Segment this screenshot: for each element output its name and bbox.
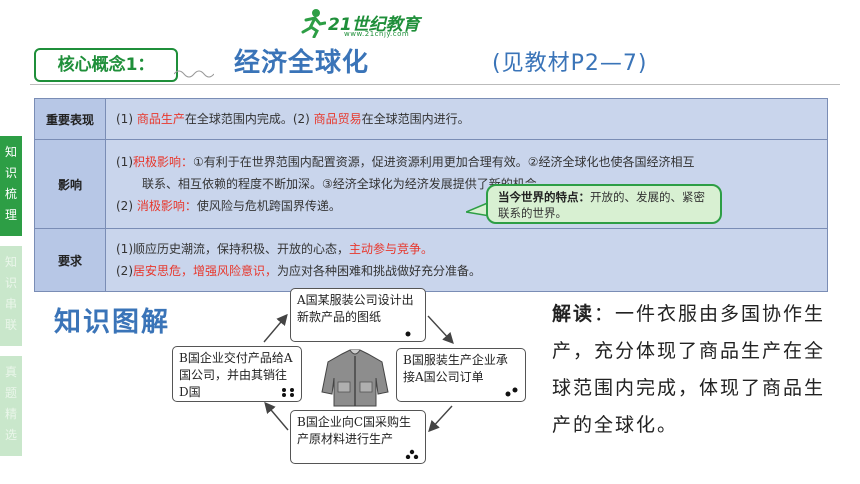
text-segment: (2) bbox=[116, 264, 133, 278]
table-line: 联系、相互依赖的程度不断加深。③经济全球化为经济发展提供了新的机会。 bbox=[116, 173, 817, 195]
table-line: (1)顺应历史潮流，保持积极、开放的心态，主动参与竞争。 bbox=[116, 238, 817, 260]
textbook-reference: (见教材P2—7) bbox=[492, 51, 648, 76]
diagram-node-design: A国某服装公司设计出新款产品的图纸 bbox=[290, 288, 426, 342]
table-row: 要求 (1)顺应历史潮流，保持积极、开放的心态，主动参与竞争。(2)居安思危，增… bbox=[34, 228, 828, 292]
side-tab-1[interactable]: 知识串联 bbox=[0, 246, 22, 346]
concept-badge: 核心概念1： bbox=[34, 48, 178, 82]
text-segment: 在全球范围内进行。 bbox=[361, 112, 470, 126]
row-content: (1)顺应历史潮流，保持积极、开放的心态，主动参与竞争。(2)居安思危，增强风险… bbox=[105, 228, 828, 292]
reading-body: ：一件衣服由多国协作生产，充分体现了商品生产在全球范围内完成，体现了商品生产的全… bbox=[552, 303, 826, 436]
site-logo: 21世纪教育 www.21cnjy.com bbox=[300, 8, 540, 42]
row-content: (1) 商品生产在全球范围内完成。(2) 商品贸易在全球范围内进行。 bbox=[105, 98, 828, 140]
text-segment: ①有利于在世界范围内配置资源，促进资源利用更加合理有效。②经济全球化也使各国经济… bbox=[193, 155, 695, 169]
runner-icon bbox=[301, 9, 326, 38]
header-divider bbox=[30, 84, 840, 85]
cycle-arrows bbox=[263, 313, 454, 433]
row-label: 影响 bbox=[34, 139, 106, 229]
callout-text: 开放的、发展的、紧密联系的世界。 bbox=[498, 190, 705, 220]
highlight-text: 消极影响： bbox=[136, 199, 197, 213]
dice-icon bbox=[405, 331, 411, 337]
table-line: (1) 商品生产在全球范围内完成。(2) 商品贸易在全球范围内进行。 bbox=[116, 108, 817, 130]
table-line: (2)居安思危，增强风险意识，为应对各种困难和挑战做好充分准备。 bbox=[116, 260, 817, 282]
dice-icon bbox=[282, 388, 294, 397]
logo-url: www.21cnjy.com bbox=[344, 30, 410, 38]
wave-decoration bbox=[174, 70, 214, 78]
diagram-node-order: B国服装生产企业承接A国公司订单 bbox=[396, 348, 526, 402]
row-label: 重要表现 bbox=[34, 98, 106, 140]
text-segment: 使风险与危机跨国界传递。 bbox=[196, 199, 341, 213]
highlight-text: 主动参与竞争。 bbox=[349, 242, 434, 256]
table-line: (2) 消极影响：使风险与危机跨国界传递。 bbox=[116, 195, 817, 217]
highlight-text: 商品贸易 bbox=[313, 112, 362, 126]
table-row: 重要表现 (1) 商品生产在全球范围内完成。(2) 商品贸易在全球范围内进行。 bbox=[34, 98, 828, 140]
text-segment: (1) bbox=[116, 112, 137, 126]
callout-title: 当今世界的特点： bbox=[498, 190, 590, 204]
highlight-text: 商品生产 bbox=[136, 112, 185, 126]
concept-title: 经济全球化 bbox=[234, 48, 370, 78]
table-line: (1)积极影响：①有利于在世界范围内配置资源，促进资源利用更加合理有效。②经济全… bbox=[116, 151, 817, 173]
side-tab-0[interactable]: 知识梳理 bbox=[0, 136, 22, 236]
section-heading: 知识图解 bbox=[54, 307, 170, 338]
reading-text: 解读：一件衣服由多国协作生产，充分体现了商品生产在全球范围内完成，体现了商品生产… bbox=[552, 296, 842, 444]
text-segment: 为应对各种困难和挑战做好充分准备。 bbox=[277, 264, 482, 278]
side-tabs: 知识梳理知识串联真题精选 bbox=[0, 136, 22, 466]
highlight-text: 积极影响： bbox=[133, 155, 194, 169]
side-tab-2[interactable]: 真题精选 bbox=[0, 356, 22, 456]
text-segment: 在全球范围内完成。(2) bbox=[184, 112, 314, 126]
row-label: 要求 bbox=[34, 228, 106, 292]
text-segment: 联系、相互依赖的程度不断加深。③经济全球化为经济发展提供了新的机会。 bbox=[142, 177, 549, 191]
dice-icon bbox=[405, 449, 419, 459]
text-segment: (1)顺应历史潮流，保持积极、开放的心态， bbox=[116, 242, 349, 256]
diagram-node-materials: B国企业向C国采购生产原材料进行生产 bbox=[290, 410, 426, 464]
logo-text: 21世纪教育 bbox=[328, 15, 420, 35]
text-segment: (1) bbox=[116, 155, 133, 169]
diagram-node-delivery: B国企业交付产品给A国公司，并由其销往D国 bbox=[172, 346, 302, 402]
reading-label: 解读 bbox=[552, 303, 595, 325]
text-segment: (2) bbox=[116, 199, 137, 213]
dice-icon bbox=[505, 387, 518, 397]
jacket-image bbox=[321, 349, 389, 407]
highlight-text: 居安思危，增强风险意识， bbox=[133, 264, 278, 278]
callout-note: 当今世界的特点：开放的、发展的、紧密联系的世界。 bbox=[486, 184, 722, 224]
